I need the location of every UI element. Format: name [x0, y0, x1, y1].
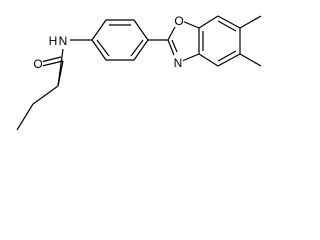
phenyl-double-2	[130, 39, 144, 57]
bond-methyl-5	[239, 53, 262, 67]
benzo-c7a-c7	[198, 15, 219, 29]
benzo-double-2	[217, 50, 237, 62]
bond-carbonyl-double-2	[40, 56, 62, 63]
oxazole-c2-n	[167, 39, 175, 56]
phenyl-bond-3	[133, 19, 149, 41]
oxazole-c2-n-double	[171, 39, 178, 53]
benzo-double-1	[217, 20, 237, 32]
bond-ethyl-methyl	[16, 103, 34, 131]
oxazole-o-c7a	[181, 20, 200, 29]
phenyl-double-3	[96, 39, 110, 57]
oxygen-carbonyl-label: O	[33, 57, 42, 71]
nitrogen-amide-label: N	[59, 34, 68, 48]
bond-ethyl-alpha	[32, 85, 59, 105]
bond-methyl-6	[239, 15, 262, 29]
phenyl-bond-1	[91, 19, 107, 41]
hydrogen-amide-label: H	[49, 34, 58, 48]
nitrogen-ring-label: N	[174, 56, 183, 70]
oxazole-n-c3a	[181, 53, 200, 62]
bond-carbonyl-double-1	[41, 60, 64, 67]
oxygen-ring-label: O	[174, 14, 183, 28]
phenyl-bond-4	[133, 39, 149, 61]
chemical-structure: N H O O N	[16, 13, 262, 131]
benzo-c5-c4	[217, 53, 241, 67]
bond-carbonyl-nitrogen	[57, 48, 64, 87]
phenyl-bond-6	[91, 39, 107, 61]
benzo-c7-c6	[217, 15, 241, 29]
structure-canvas: N H O O N	[16, 13, 262, 131]
benzo-c4-c3a	[198, 53, 219, 67]
oxazole-c2-o	[167, 24, 177, 41]
